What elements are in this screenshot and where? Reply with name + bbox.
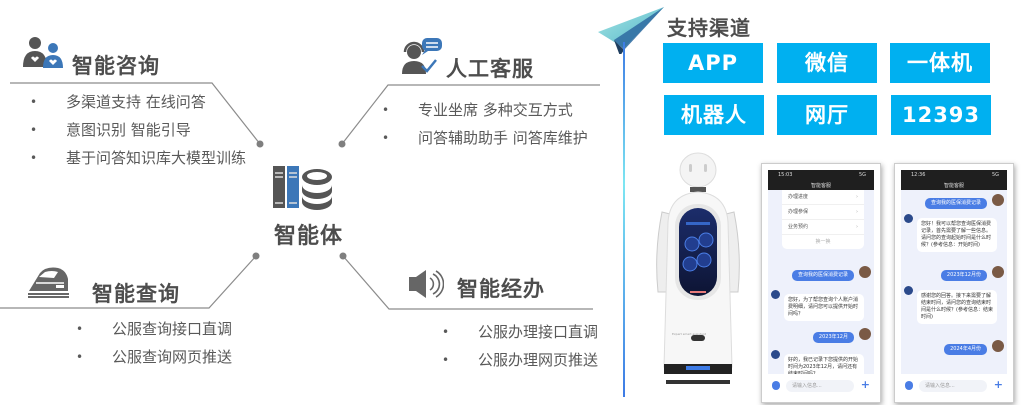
phone-screenshot-2: 12:36 5G 智能客服 查询我的医保消费记录 您好！我可以帮您查询医保消费记… [894,163,1014,403]
channel-kiosk: 一体机 [890,43,990,83]
channel-wechat: 微信 [777,43,877,83]
handle-item: 公服办理网页推送 [440,346,598,374]
phone-status-bar: 15:03 5G 智能客服 [768,170,874,190]
query-item: 公服查询接口直调 [74,315,232,343]
plus-icon[interactable]: + [993,378,1003,391]
users-heart-icon [23,37,63,68]
phone-time: 15:03 [778,172,793,178]
quick-menu-item[interactable]: 业务预约› [782,220,864,235]
consult-list: 多渠道支持 在线问答 意图识别 智能引导 基于问答知识库大模型训练 [28,88,246,172]
agent-list: 专业坐席 多种交互方式 问答辅助助手 问答库维护 [380,96,588,152]
service-robot-image [656,152,740,384]
query-title: 智能查询 [92,282,180,306]
user-avatar [992,194,1004,206]
handle-item: 公服办理接口直调 [440,318,598,346]
plus-icon[interactable]: + [860,378,870,391]
user-message: 2023年12月份 [940,270,987,281]
query-list: 公服查询接口直调 公服查询网页推送 [74,315,232,371]
quick-menu: 办理进度› 办理参保› 业务预约› 换一换 [782,190,864,249]
connector-handle [342,255,593,310]
phone-signal: 5G [858,172,866,178]
handle-title: 智能经办 [457,277,545,301]
node-handle [339,252,347,260]
bot-message: 您好，为了帮您查询个人账户消费明细，请问您可以提供开始时间吗？ [784,294,864,321]
center-label: 智能体 [274,224,344,249]
agent-icon-wrap [400,36,446,80]
bot-message: 您好！我可以帮您查询医保消费记录，首先需要了解一些信息。请问您的查询起始时间是什… [917,218,997,252]
user-message: 查询我的医保消费记录 [924,198,987,209]
agent-item: 问答辅助助手 问答库维护 [380,124,588,152]
phone-signal: 5G [991,172,999,178]
user-avatar [859,266,871,278]
phone-status-bar: 12:36 5G 智能客服 [901,170,1007,190]
chat-input[interactable]: 请输入信息... [786,380,854,392]
customer-service-headset-icon [402,38,442,74]
bot-avatar [771,290,780,299]
channel-app: APP [663,43,763,83]
connector-agent [341,84,600,145]
bot-message: 感谢您的回答。接下来需要了解结束时间，请问您的查询结束时间是什么时候？(参考信息… [917,290,997,324]
consult-icon-wrap [22,36,68,74]
consult-item: 基于问答知识库大模型训练 [28,144,246,172]
user-avatar [992,266,1004,278]
quick-menu-item[interactable]: 办理进度› [782,190,864,205]
paper-plane-icon [598,7,664,54]
node-query [252,252,260,260]
channel-hotline: 12393 [891,95,991,135]
bot-avatar [904,286,913,295]
user-avatar [859,328,871,340]
phone-screenshot-1: 15:03 5G 智能客服 办理进度› 办理参保› 业务预约› 换一换 查询我的… [761,163,881,403]
agent-item: 专业坐席 多种交互方式 [380,96,588,124]
phone-title: 智能客服 [943,183,964,189]
query-item: 公服查询网页推送 [74,343,232,371]
user-message: 查询我的医保消费记录 [791,270,854,281]
chat-body: 查询我的医保消费记录 您好！我可以帮您查询医保消费记录，首先需要了解一些信息。请… [901,190,1007,374]
train-icon [28,267,69,298]
channel-web-hall: 网厅 [777,95,877,135]
quick-menu-item[interactable]: 办理参保› [782,205,864,220]
handle-icon-wrap [408,268,445,304]
microphone-icon[interactable] [905,381,913,390]
microphone-icon[interactable] [772,381,780,390]
consult-item: 意图识别 智能引导 [28,116,246,144]
node-agent [338,140,346,148]
channel-robot: 机器人 [664,95,764,135]
chat-footer: 请输入信息... + [768,376,874,396]
timeline-line [623,42,625,397]
node-consult [256,140,264,148]
user-message: 2023年12月 [812,332,854,343]
refresh-link[interactable]: 换一换 [815,239,831,245]
handle-list: 公服办理接口直调 公服办理网页推送 [440,318,598,374]
robot-label: Expert smart assistant [672,332,706,336]
channels-title: 支持渠道 [667,16,751,40]
center-icon-wrap [272,165,334,214]
phone-time: 12:36 [911,172,926,178]
speaker-icon [409,270,445,298]
connector-query [0,255,257,309]
chat-body: 办理进度› 办理参保› 业务预约› 换一换 查询我的医保消费记录 您好，为了帮您… [768,190,874,374]
bot-message: 好的，我已记录下您提供的开始时间为2023年12月，请问还有结束时间吗？ [784,354,864,374]
user-avatar [992,340,1004,352]
phone-title: 智能客服 [810,183,831,189]
user-message: 2024年4月份 [944,344,987,355]
bot-avatar [904,214,913,223]
consult-title: 智能咨询 [72,54,160,78]
consult-item: 多渠道支持 在线问答 [28,88,246,116]
chat-input[interactable]: 请输入信息... [919,380,987,392]
query-icon-wrap [26,265,72,303]
bot-avatar [771,350,780,359]
books-database-icon [273,166,332,210]
chat-footer: 请输入信息... + [901,376,1007,396]
agent-title: 人工客服 [446,57,534,81]
